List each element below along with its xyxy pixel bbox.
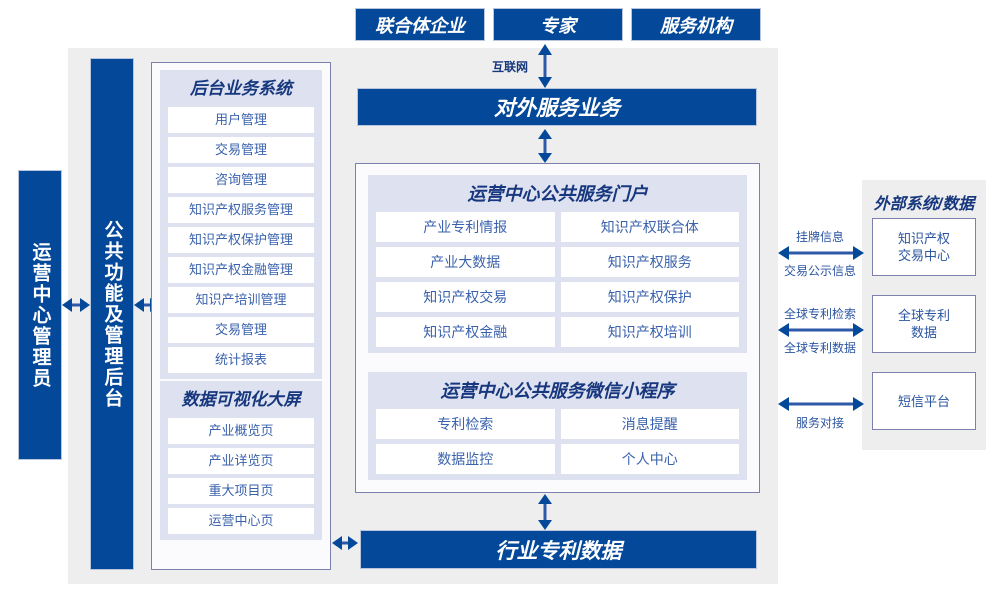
connector-label-transaction-disclosure: 交易公示信息 bbox=[783, 264, 856, 278]
backend-item-consulting-management[interactable]: 咨询管理 bbox=[168, 167, 314, 193]
public-function-admin-label: 公共功能及管理后台 bbox=[101, 219, 123, 409]
backend-item-ip-training-management[interactable]: 知识产培训管理 bbox=[168, 287, 314, 313]
external-box-line1: 短信平台 bbox=[897, 393, 950, 409]
sidebar-item-public-function-admin[interactable]: 公共功能及管理后台 bbox=[90, 58, 134, 570]
dataviz-item-operations-center[interactable]: 运营中心页 bbox=[168, 508, 314, 534]
arrow-external-trading-center bbox=[778, 245, 864, 261]
miniprogram-item-data-monitoring[interactable]: 数据监控 bbox=[376, 444, 555, 474]
arrow-external-global-patent bbox=[778, 322, 864, 338]
top-actor-expert[interactable]: 专家 bbox=[493, 8, 623, 41]
arrow-backend-to-bottom-bar bbox=[332, 535, 358, 551]
connector-label-service-docking: 服务对接 bbox=[795, 416, 844, 430]
external-box-label: 全球专利 数据 bbox=[898, 307, 950, 341]
dataviz-item-industry-detail[interactable]: 产业详览页 bbox=[168, 448, 314, 474]
sidebar-item-operations-center-admin[interactable]: 运营中心管理员 bbox=[18, 170, 62, 460]
service-portal-title: 运营中心公共服务门户 bbox=[467, 184, 648, 204]
mini-program-title: 运营中心公共服务微信小程序 bbox=[440, 381, 675, 401]
mini-program-grid: 专利检索 消息提醒 数据监控 个人中心 bbox=[376, 409, 739, 474]
service-portal-group: 运营中心公共服务门户 产业专利情报 知识产权联合体 产业大数据 知识产权服务 知… bbox=[368, 175, 747, 353]
internet-label: 互联网 bbox=[492, 60, 529, 74]
backend-business-system-title: 后台业务系统 bbox=[190, 79, 292, 98]
external-service-business-bar[interactable]: 对外服务业务 bbox=[357, 88, 757, 126]
external-box-line1: 全球专利 bbox=[897, 308, 950, 323]
external-systems-title: 外部系统/数据 bbox=[873, 196, 975, 213]
backend-item-ip-finance-management[interactable]: 知识产权金融管理 bbox=[168, 257, 314, 283]
external-box-line2: 数据 bbox=[910, 325, 937, 340]
portal-item-industry-patent-intelligence[interactable]: 产业专利情报 bbox=[376, 212, 555, 242]
arrow-internet bbox=[537, 44, 553, 88]
connector-label-listing-info: 挂牌信息 bbox=[795, 230, 844, 244]
dataviz-item-major-projects[interactable]: 重大项目页 bbox=[168, 478, 314, 504]
top-actor-consortium-enterprise[interactable]: 联合体企业 bbox=[355, 8, 485, 41]
top-actor-service-agency[interactable]: 服务机构 bbox=[631, 8, 761, 41]
external-box-line2: 交易中心 bbox=[897, 248, 950, 263]
dataviz-item-industry-overview[interactable]: 产业概览页 bbox=[168, 418, 314, 444]
external-service-business-label: 对外服务业务 bbox=[494, 97, 620, 120]
miniprogram-item-patent-search[interactable]: 专利检索 bbox=[376, 409, 555, 439]
top-actor-label: 联合体企业 bbox=[375, 15, 465, 36]
external-box-ip-trading-center[interactable]: 知识产权 交易中心 bbox=[872, 218, 976, 276]
data-visualization-group: 数据可视化大屏 产业概览页 产业详览页 重大项目页 运营中心页 bbox=[160, 381, 322, 540]
portal-item-industry-big-data[interactable]: 产业大数据 bbox=[376, 247, 555, 277]
backend-item-ip-service-management[interactable]: 知识产权服务管理 bbox=[168, 197, 314, 223]
service-portal-grid: 产业专利情报 知识产权联合体 产业大数据 知识产权服务 知识产权交易 知识产权保… bbox=[376, 212, 739, 347]
portal-item-ip-finance[interactable]: 知识产权金融 bbox=[376, 317, 555, 347]
industry-patent-data-label: 行业专利数据 bbox=[495, 539, 622, 563]
backend-item-transaction-management-2[interactable]: 交易管理 bbox=[168, 317, 314, 343]
backend-business-system-group: 后台业务系统 用户管理 交易管理 咨询管理 知识产权服务管理 知识产权保护管理 … bbox=[160, 70, 322, 379]
mini-program-group: 运营中心公共服务微信小程序 专利检索 消息提醒 数据监控 个人中心 bbox=[368, 372, 747, 480]
arrow-admin-to-backend bbox=[62, 297, 90, 313]
backend-item-user-management[interactable]: 用户管理 bbox=[168, 107, 314, 133]
portal-item-ip-consortium[interactable]: 知识产权联合体 bbox=[560, 212, 739, 242]
backend-item-transaction-management[interactable]: 交易管理 bbox=[168, 137, 314, 163]
external-box-label: 短信平台 bbox=[898, 393, 950, 410]
portal-item-ip-training[interactable]: 知识产权培训 bbox=[560, 317, 739, 347]
industry-patent-data-bar[interactable]: 行业专利数据 bbox=[360, 530, 757, 569]
external-box-line1: 知识产权 bbox=[897, 231, 950, 246]
portal-item-ip-protection[interactable]: 知识产权保护 bbox=[560, 282, 739, 312]
miniprogram-item-personal-center[interactable]: 个人中心 bbox=[560, 444, 739, 474]
backend-item-ip-protection-management[interactable]: 知识产权保护管理 bbox=[168, 227, 314, 253]
external-box-global-patent-data[interactable]: 全球专利 数据 bbox=[872, 295, 976, 353]
portal-item-ip-transaction[interactable]: 知识产权交易 bbox=[376, 282, 555, 312]
connector-label-global-patent-data: 全球专利数据 bbox=[783, 341, 856, 355]
connector-label-global-patent-search: 全球专利检索 bbox=[783, 307, 856, 321]
external-box-label: 知识产权 交易中心 bbox=[898, 230, 950, 264]
operations-center-admin-label: 运营中心管理员 bbox=[29, 241, 51, 389]
top-actor-label: 服务机构 bbox=[660, 15, 732, 36]
arrow-portal-to-data-bar bbox=[537, 494, 553, 530]
data-visualization-title: 数据可视化大屏 bbox=[181, 390, 301, 409]
top-actor-label: 专家 bbox=[540, 15, 576, 36]
backend-item-statistical-report[interactable]: 统计报表 bbox=[168, 347, 314, 373]
portal-item-ip-service[interactable]: 知识产权服务 bbox=[560, 247, 739, 277]
arrow-external-sms-platform bbox=[778, 396, 864, 412]
arrow-service-to-portal bbox=[537, 129, 553, 163]
external-box-sms-platform[interactable]: 短信平台 bbox=[872, 372, 976, 430]
miniprogram-item-message-reminder[interactable]: 消息提醒 bbox=[560, 409, 739, 439]
